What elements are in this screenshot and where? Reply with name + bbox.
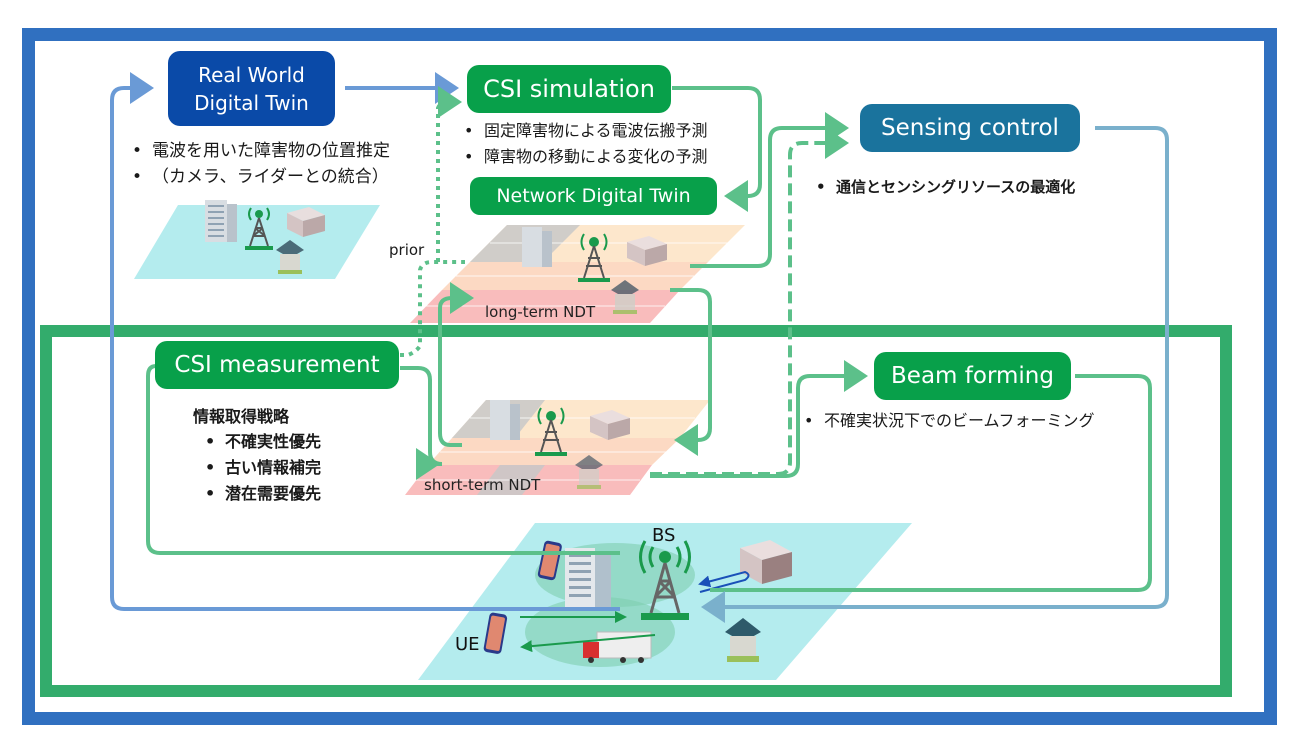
- measurement-bullet-list: 不確実性優先 古い情報補完 潜在需要優先: [203, 429, 321, 507]
- radio-tower-icon: [245, 207, 273, 250]
- flow-sensing-to-bs: [701, 126, 1169, 623]
- real-world-boundary-frame: [22, 28, 1277, 725]
- network-digital-twin-node[interactable]: Network Digital Twin: [470, 177, 717, 215]
- house-icon: [575, 455, 603, 489]
- apartment-building-icon: [627, 236, 667, 266]
- csi-measurement-label: CSI measurement: [174, 352, 380, 378]
- radio-tower-icon: [535, 407, 567, 456]
- flow-beam-to-bs: [710, 374, 1152, 592]
- flow-prior-dotted: [400, 102, 465, 357]
- ue-label: UE: [455, 634, 480, 655]
- network-digital-twin-label: Network Digital Twin: [496, 185, 691, 207]
- beam-forming-node[interactable]: Beam forming: [874, 352, 1071, 400]
- short-term-ndt-label: short-term NDT: [424, 476, 541, 494]
- flow-measurement-to-short-term: [400, 366, 443, 466]
- list-item: 通信とセンシングリソースの最適化: [814, 176, 1075, 198]
- apartment-building-icon: [740, 540, 792, 584]
- real-world-digital-twin-node[interactable]: Real World Digital Twin: [168, 51, 335, 126]
- flow-simulation-to-ndt: [672, 86, 762, 212]
- truck-icon: [583, 631, 652, 663]
- long-term-ndt-scene: long-term NDT: [410, 225, 745, 323]
- downlink-arrow: [520, 634, 656, 653]
- simulation-bullet-list: 固定障害物による電波伝搬予測 障害物の移動による変化の予測: [462, 118, 708, 170]
- beam-bullet-list: 不確実状況下でのビームフォーミング: [802, 410, 1095, 432]
- list-item: 古い情報補完: [203, 455, 321, 481]
- sensing-control-node[interactable]: Sensing control: [860, 104, 1080, 152]
- physical-network-boundary-frame: [40, 325, 1232, 697]
- office-tower-icon: [565, 548, 611, 610]
- house-icon: [611, 280, 639, 314]
- sensing-control-label: Sensing control: [881, 115, 1059, 141]
- flow-short-term-to-beam: [650, 360, 868, 478]
- list-item: 不確実性優先: [203, 429, 321, 455]
- apartment-building-icon: [590, 410, 630, 440]
- radio-tower-icon: [578, 233, 610, 282]
- list-item: 潜在需要優先: [203, 481, 321, 507]
- flow-short-term-to-sensing-dashed: [650, 127, 849, 476]
- csi-measurement-node[interactable]: CSI measurement: [155, 341, 399, 389]
- reflection-arrow: [698, 570, 750, 593]
- flow-long-term-to-short-term: [670, 288, 712, 456]
- real-world-scene: [134, 200, 380, 279]
- short-term-ndt-scene: short-term NDT: [405, 400, 710, 495]
- csi-simulation-label: CSI simulation: [483, 75, 655, 103]
- bs-label: BS: [652, 525, 675, 546]
- flow-short-term-to-long-term: [438, 282, 474, 447]
- flow-physical-to-real-world: [110, 72, 620, 611]
- office-tower-icon: [522, 227, 552, 267]
- real-world-node-line2: Digital Twin: [194, 90, 309, 115]
- long-term-ndt-label: long-term NDT: [485, 303, 596, 321]
- smartphone-icon: [483, 612, 508, 654]
- real-world-bullet-list: 電波を用いた障害物の位置推定 （カメラ、ライダーとの統合）: [130, 138, 390, 190]
- house-icon: [725, 618, 761, 662]
- physical-ground-plane: [418, 523, 912, 680]
- list-item: （カメラ、ライダーとの統合）: [130, 164, 390, 190]
- csi-simulation-node[interactable]: CSI simulation: [467, 65, 671, 113]
- flow-bs-to-measurement: [146, 364, 620, 555]
- flow-long-term-to-sensing: [690, 112, 849, 268]
- house-icon: [276, 240, 304, 274]
- list-item: 障害物の移動による変化の予測: [462, 144, 708, 170]
- base-station-tower-icon: [639, 540, 691, 620]
- beam-forming-label: Beam forming: [891, 363, 1054, 389]
- sensing-bullet-list: 通信とセンシングリソースの最適化: [814, 176, 1075, 198]
- office-tower-icon: [490, 400, 520, 440]
- measurement-strategy-heading: 情報取得戦略: [193, 407, 290, 426]
- list-item: 不確実状況下でのビームフォーミング: [802, 410, 1095, 432]
- real-world-node-line1: Real World: [198, 62, 305, 87]
- list-item: 固定障害物による電波伝搬予測: [462, 118, 708, 144]
- list-item: 電波を用いた障害物の位置推定: [130, 138, 390, 164]
- apartment-building-icon: [287, 207, 325, 237]
- prior-label: prior: [389, 241, 425, 259]
- office-tower-icon: [205, 200, 237, 242]
- physical-network-scene: BS UE: [418, 523, 912, 680]
